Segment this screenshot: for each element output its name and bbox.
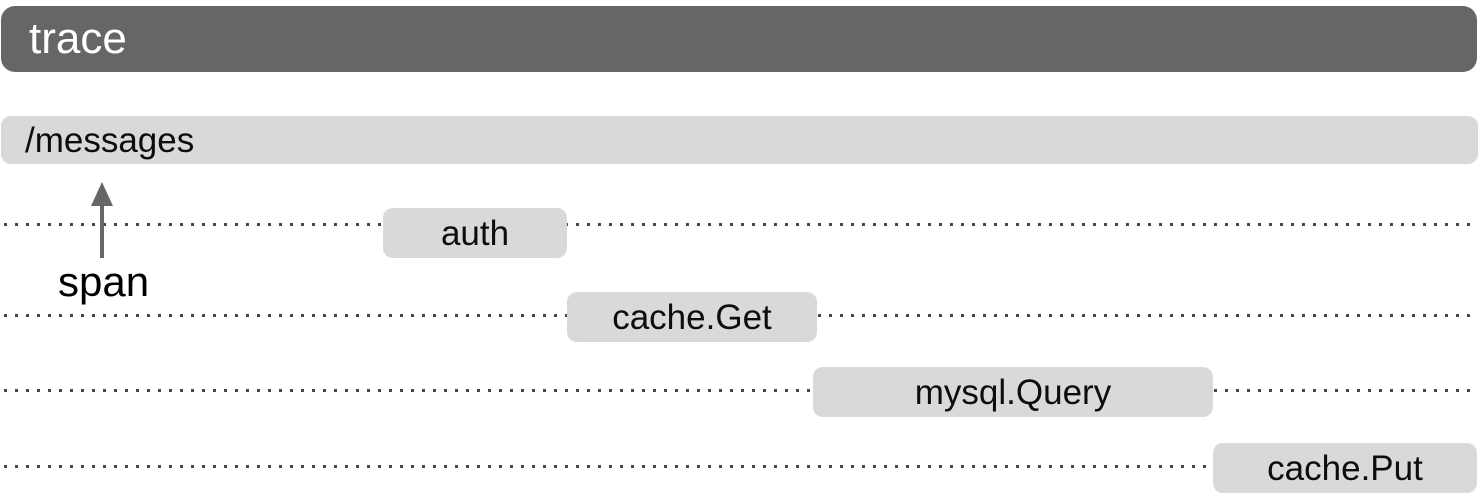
span-box-label: mysql.Query [914,372,1112,412]
arrow-up-line [100,204,104,258]
timeline-dotted-line-3 [4,389,1476,392]
span-annotation-label: span [58,258,150,305]
timeline-dotted-line-1 [4,223,1476,226]
trace-bar-label: trace [29,14,127,63]
span-box-label: auth [440,213,510,253]
timeline-dotted-line-4 [4,465,1476,468]
trace-bar: trace [1,6,1477,72]
span-box-cache-get: cache.Get [567,292,817,342]
span-box-label: cache.Get [612,297,772,337]
span-box-cache-put: cache.Put [1213,443,1477,493]
root-span-bar: /messages [1,116,1478,164]
span-box-mysql-query: mysql.Query [813,367,1213,417]
span-box-auth: auth [383,208,567,258]
span-box-label: cache.Put [1267,448,1423,488]
arrow-up-icon [91,182,113,206]
root-span-label: /messages [25,120,195,160]
